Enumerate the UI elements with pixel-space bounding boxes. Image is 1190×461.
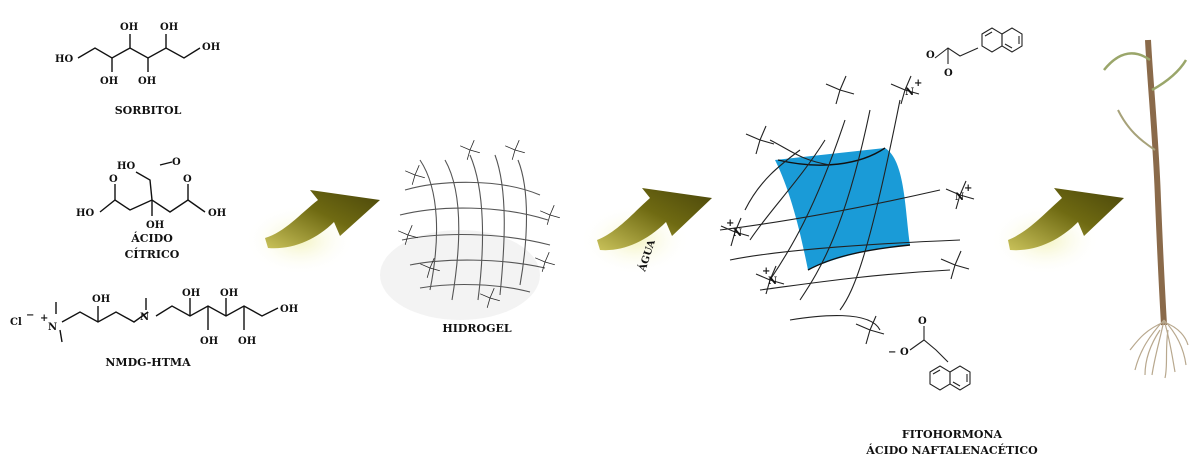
svg-text:+: + bbox=[964, 183, 972, 194]
svg-text:O: O bbox=[183, 174, 192, 185]
phytohormone-label-line1: FITOHORMONA bbox=[852, 428, 1052, 441]
naphthaleneacetate-top: O O bbox=[926, 28, 1022, 79]
svg-text:OH: OH bbox=[120, 22, 138, 33]
nmdg-htma-structure: Cl − + N OH N OH OH OH OH OH bbox=[10, 288, 298, 347]
svg-text:N: N bbox=[48, 322, 57, 333]
svg-text:O: O bbox=[944, 68, 953, 79]
svg-text:−: − bbox=[888, 347, 896, 358]
svg-text:OH: OH bbox=[280, 304, 298, 315]
arrow-to-hydrogel bbox=[245, 190, 380, 275]
nmdg-htma-label: NMDG-HTMA bbox=[98, 356, 198, 369]
svg-text:+: + bbox=[762, 266, 770, 277]
svg-text:OH: OH bbox=[146, 220, 164, 231]
svg-text:OH: OH bbox=[182, 288, 200, 299]
svg-text:+: + bbox=[914, 78, 922, 89]
plant-cutting-image bbox=[1104, 40, 1188, 378]
roots bbox=[1130, 320, 1188, 378]
svg-text:OH: OH bbox=[92, 294, 110, 305]
svg-text:N: N bbox=[733, 228, 742, 239]
svg-text:OH: OH bbox=[200, 336, 218, 347]
svg-text:−: − bbox=[26, 310, 34, 321]
svg-text:N: N bbox=[768, 276, 777, 287]
citric-acid-label-line1: ÁCIDO bbox=[112, 232, 192, 245]
citric-acid-label-line2: CÍTRICO bbox=[112, 248, 192, 261]
svg-text:OH: OH bbox=[202, 42, 220, 53]
svg-text:N: N bbox=[905, 87, 914, 98]
sorbitol-structure: HO OH OH OH OH OH bbox=[55, 22, 220, 87]
swollen-hydrogel: N + N + N + N + bbox=[720, 76, 974, 344]
arrow-to-plant bbox=[990, 188, 1124, 275]
citric-acid-structure: HO O O O HO OH OH bbox=[76, 157, 226, 231]
arrow-water: ÁGUA bbox=[580, 188, 712, 275]
svg-text:OH: OH bbox=[208, 208, 226, 219]
svg-text:O: O bbox=[109, 174, 118, 185]
svg-text:O: O bbox=[900, 347, 909, 358]
svg-text:Cl: Cl bbox=[10, 317, 22, 328]
svg-text:HO: HO bbox=[76, 208, 94, 219]
svg-text:OH: OH bbox=[160, 22, 178, 33]
hydrogel-network bbox=[380, 140, 560, 320]
sorbitol-label: SORBITOL bbox=[108, 104, 188, 117]
svg-text:OH: OH bbox=[100, 76, 118, 87]
svg-text:OH: OH bbox=[220, 288, 238, 299]
svg-text:O: O bbox=[172, 157, 181, 168]
svg-text:OH: OH bbox=[138, 76, 156, 87]
svg-text:OH: OH bbox=[238, 336, 256, 347]
svg-text:HO: HO bbox=[117, 161, 135, 172]
svg-text:N: N bbox=[140, 312, 149, 323]
naphthaleneacetate-bottom: − O O bbox=[888, 316, 970, 390]
svg-text:+: + bbox=[726, 218, 734, 229]
svg-text:O: O bbox=[918, 316, 927, 327]
svg-text:HO: HO bbox=[55, 54, 73, 65]
hydrogel-label: HIDROGEL bbox=[432, 322, 522, 335]
svg-text:O: O bbox=[926, 50, 935, 61]
hydrogel-core bbox=[775, 148, 910, 270]
svg-text:N: N bbox=[955, 192, 964, 203]
phytohormone-label-line2: ÁCIDO NAFTALENACÉTICO bbox=[832, 444, 1072, 457]
